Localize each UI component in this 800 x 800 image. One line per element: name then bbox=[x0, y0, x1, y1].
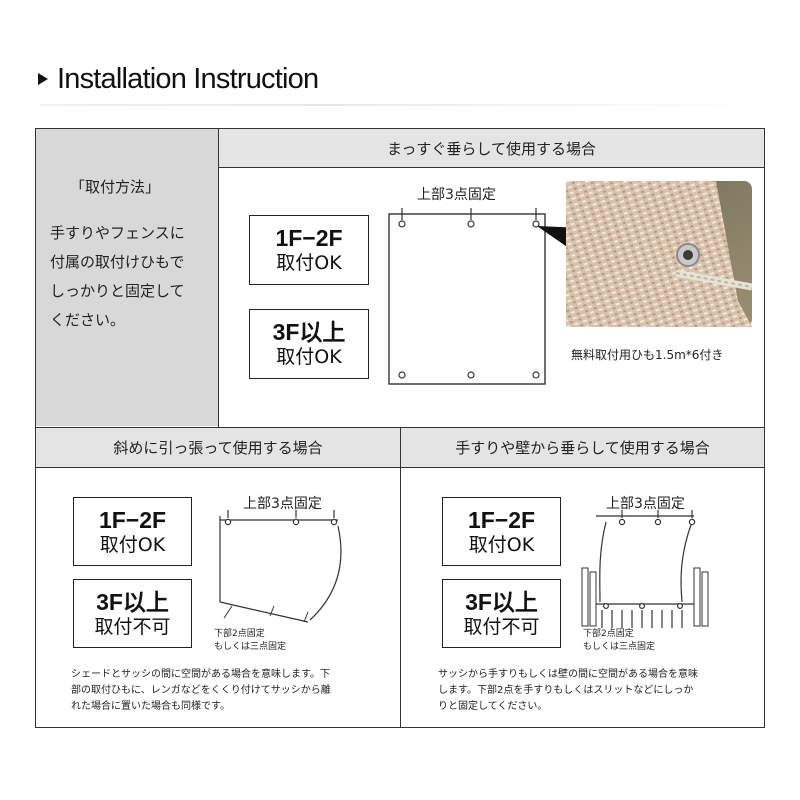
left-note-line: シェードとサッシの間に空間がある場合を意味します。下 bbox=[71, 669, 330, 680]
right-box2-line2: 取付不可 bbox=[463, 615, 540, 638]
left-box-3f: 3F以上 取付不可 bbox=[73, 579, 192, 648]
left-box1-line2: 取付OK bbox=[99, 533, 166, 556]
top-box2-line1: 3F以上 bbox=[272, 319, 346, 345]
right-diagram-label: 上部3点固定 bbox=[606, 496, 685, 512]
right-note: サッシから手すりもしくは壁の間に空間がある場合を意味 します。下部2点を手すりも… bbox=[438, 667, 698, 715]
right-bottom-fix-line: 下部2点固定 bbox=[583, 629, 634, 639]
right-box1-line1: 1F−2F bbox=[467, 506, 536, 533]
method-body-line: しっかりと固定して bbox=[50, 282, 185, 300]
page-title: Installation Instruction bbox=[38, 58, 319, 100]
top-box-3f: 3F以上 取付OK bbox=[249, 309, 369, 379]
photo-caption: 無料取付用ひも1.5m*6付き bbox=[571, 348, 724, 362]
right-note-line: サッシから手すりもしくは壁の間に空間がある場合を意味 bbox=[438, 669, 698, 680]
left-note-line: 部の取付ひもに、レンガなどをくくり付けてサッシから離 bbox=[71, 685, 331, 696]
left-note: シェードとサッシの間に空間がある場合を意味します。下 部の取付ひもに、レンガなど… bbox=[71, 667, 331, 715]
method-body-line: 手すりやフェンスに bbox=[50, 224, 185, 242]
right-box-1f-2f: 1F−2F 取付OK bbox=[442, 497, 561, 566]
left-box2-line1: 3F以上 bbox=[96, 588, 169, 615]
right-note-line: りと固定してください。 bbox=[438, 701, 548, 712]
left-bottom-fix-line: もしくは三点固定 bbox=[214, 642, 287, 652]
right-section-header-text: 手すりや壁から垂らして使用する場合 bbox=[455, 439, 710, 457]
top-box1-line2: 取付OK bbox=[276, 252, 342, 274]
railing-hang-diagram bbox=[581, 510, 709, 628]
divider-horizontal-top-header bbox=[218, 167, 765, 168]
left-bottom-fix-label: 下部2点固定 もしくは三点固定 bbox=[214, 628, 286, 654]
method-body-line: ください。 bbox=[50, 311, 126, 329]
left-bottom-fix-line: 下部2点固定 bbox=[214, 629, 265, 639]
right-box1-line2: 取付OK bbox=[468, 533, 535, 556]
left-box2-line2: 取付不可 bbox=[94, 615, 171, 638]
triangle-bullet-icon bbox=[38, 73, 48, 85]
straight-hang-diagram bbox=[388, 208, 546, 385]
right-box-3f: 3F以上 取付不可 bbox=[442, 579, 561, 648]
grommet-closeup-photo bbox=[566, 181, 752, 327]
left-note-line: れた場合に置いた場合も同様です。 bbox=[71, 701, 230, 712]
title-underline bbox=[40, 104, 762, 106]
method-body-line: 付属の取付けひもで bbox=[50, 253, 185, 271]
divider-vertical-top bbox=[218, 128, 219, 427]
right-bottom-fix-line: もしくは三点固定 bbox=[583, 642, 656, 652]
left-diagram-label: 上部3点固定 bbox=[243, 496, 322, 512]
left-box-1f-2f: 1F−2F 取付OK bbox=[73, 497, 192, 566]
left-section-header: 斜めに引っ張って使用する場合 bbox=[36, 428, 400, 467]
left-section-header-text: 斜めに引っ張って使用する場合 bbox=[113, 439, 323, 457]
divider-vertical-bottom bbox=[400, 427, 401, 728]
method-body: 手すりやフェンスに 付属の取付けひもで しっかりと固定して ください。 bbox=[50, 219, 185, 335]
top-section-header-text: まっすぐ垂らして使用する場合 bbox=[387, 139, 596, 158]
right-note-line: します。下部2点を手すりもしくはスリットなどにしっか bbox=[438, 685, 694, 696]
diagonal-pull-diagram bbox=[219, 510, 342, 623]
left-box1-line1: 1F−2F bbox=[98, 506, 167, 533]
method-side-panel bbox=[36, 129, 218, 426]
title-text: Installation Instruction bbox=[57, 62, 319, 95]
right-box2-line1: 3F以上 bbox=[465, 588, 538, 615]
top-box2-line2: 取付OK bbox=[276, 346, 342, 368]
top-box-1f-2f: 1F−2F 取付OK bbox=[249, 215, 369, 285]
top-box1-line1: 1F−2F bbox=[275, 225, 343, 251]
method-label: 「取付方法」 bbox=[70, 178, 161, 196]
right-section-header: 手すりや壁から垂らして使用する場合 bbox=[401, 428, 764, 467]
top-section-header: まっすぐ垂らして使用する場合 bbox=[219, 129, 764, 167]
top-diagram-label: 上部3点固定 bbox=[417, 187, 496, 203]
right-bottom-fix-label: 下部2点固定 もしくは三点固定 bbox=[583, 628, 655, 654]
